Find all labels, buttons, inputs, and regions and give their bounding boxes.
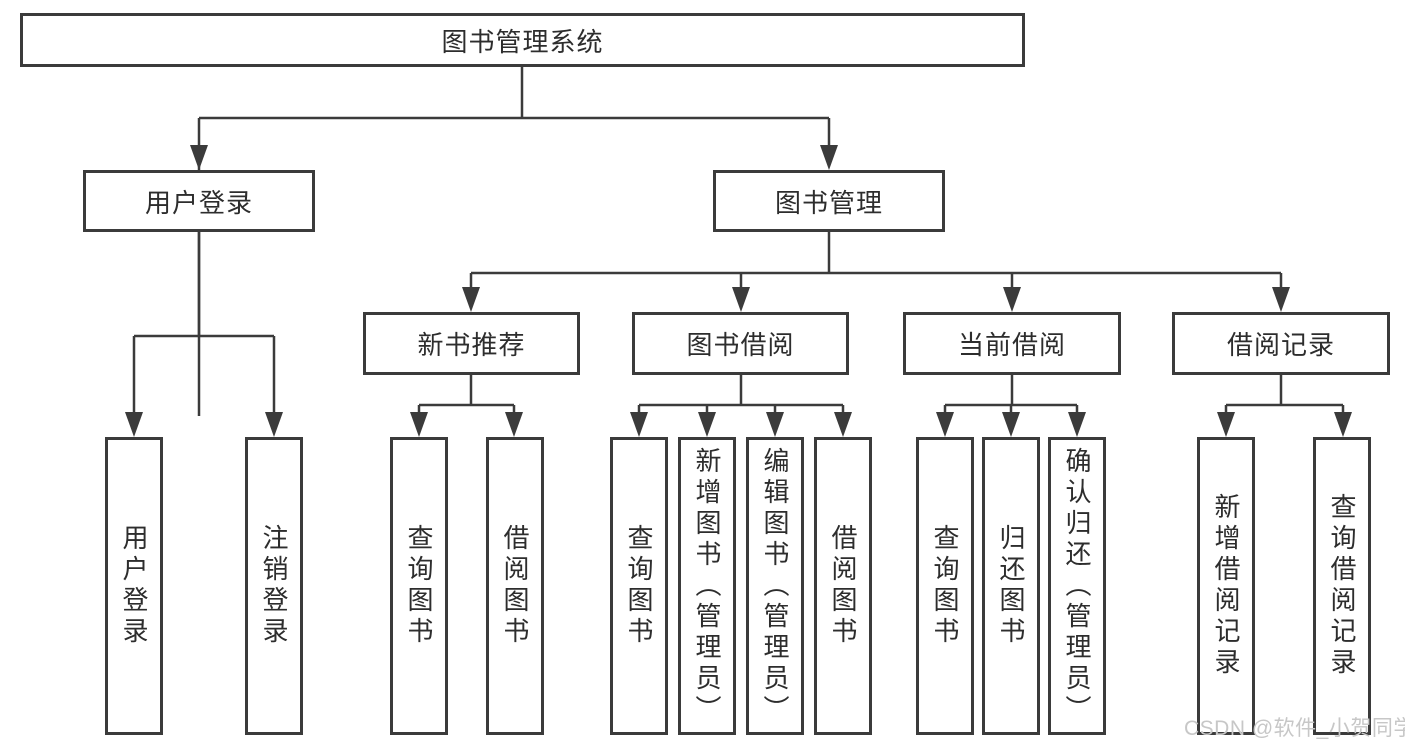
leaf-borrow-book-recommend: 借阅图书	[486, 437, 544, 735]
arrow-down-icon	[766, 412, 784, 437]
arrow-down-icon	[265, 412, 283, 437]
leaf-add-book-admin: 新增图书（管理员）	[678, 437, 736, 735]
arrow-down-icon	[936, 412, 954, 437]
leaf-logout: 注销登录	[245, 437, 303, 735]
node-book-borrow: 图书借阅	[632, 312, 849, 375]
leaf-query-book-borrow: 查询图书	[610, 437, 668, 735]
leaf-query-book-current: 查询图书	[916, 437, 974, 735]
arrow-down-icon	[1002, 412, 1020, 437]
connector-currentborrow-to-leaves	[943, 375, 1079, 418]
arrow-down-icon	[1217, 412, 1235, 437]
arrow-down-icon	[732, 287, 750, 312]
node-borrow-record: 借阅记录	[1172, 312, 1390, 375]
arrow-down-icon	[462, 287, 480, 312]
node-user-login: 用户登录	[83, 170, 315, 232]
arrow-down-icon	[630, 412, 648, 437]
arrow-down-icon	[698, 412, 716, 437]
connector-bookmgmt-to-level3	[469, 232, 1283, 294]
node-new-book-recommend: 新书推荐	[363, 312, 580, 375]
connector-root-to-level2	[197, 67, 831, 416]
arrow-down-icon	[834, 412, 852, 437]
connector-newbookrec-to-leaves	[417, 375, 516, 418]
arrow-down-icon	[1272, 287, 1290, 312]
leaf-confirm-return-admin: 确认归还（管理员）	[1048, 437, 1106, 735]
arrow-down-icon	[820, 145, 838, 170]
arrow-down-icon	[1334, 412, 1352, 437]
connector-bookborrow-to-leaves	[637, 375, 845, 418]
node-root-library-system: 图书管理系统	[20, 13, 1025, 67]
arrowheads	[125, 145, 1352, 437]
arrow-down-icon	[1068, 412, 1086, 437]
connector-userlogin-to-leaves	[132, 232, 276, 416]
connector-borrowrecord-to-leaves	[1224, 375, 1345, 418]
node-current-borrow: 当前借阅	[903, 312, 1121, 375]
leaf-query-book-recommend: 查询图书	[390, 437, 448, 735]
arrow-down-icon	[505, 412, 523, 437]
leaf-edit-book-admin: 编辑图书（管理员）	[746, 437, 804, 735]
leaf-add-borrow-record: 新增借阅记录	[1197, 437, 1255, 735]
leaf-return-book: 归还图书	[982, 437, 1040, 735]
leaf-query-borrow-record: 查询借阅记录	[1313, 437, 1371, 735]
arrow-down-icon	[1003, 287, 1021, 312]
arrow-down-icon	[410, 412, 428, 437]
leaf-borrow-book: 借阅图书	[814, 437, 872, 735]
leaf-user-login: 用户登录	[105, 437, 163, 735]
node-book-management: 图书管理	[713, 170, 945, 232]
arrow-down-icon	[125, 412, 143, 437]
csdn-watermark: CSDN @软件_小贺同学	[1184, 717, 1405, 740]
arrow-down-icon	[190, 145, 208, 170]
